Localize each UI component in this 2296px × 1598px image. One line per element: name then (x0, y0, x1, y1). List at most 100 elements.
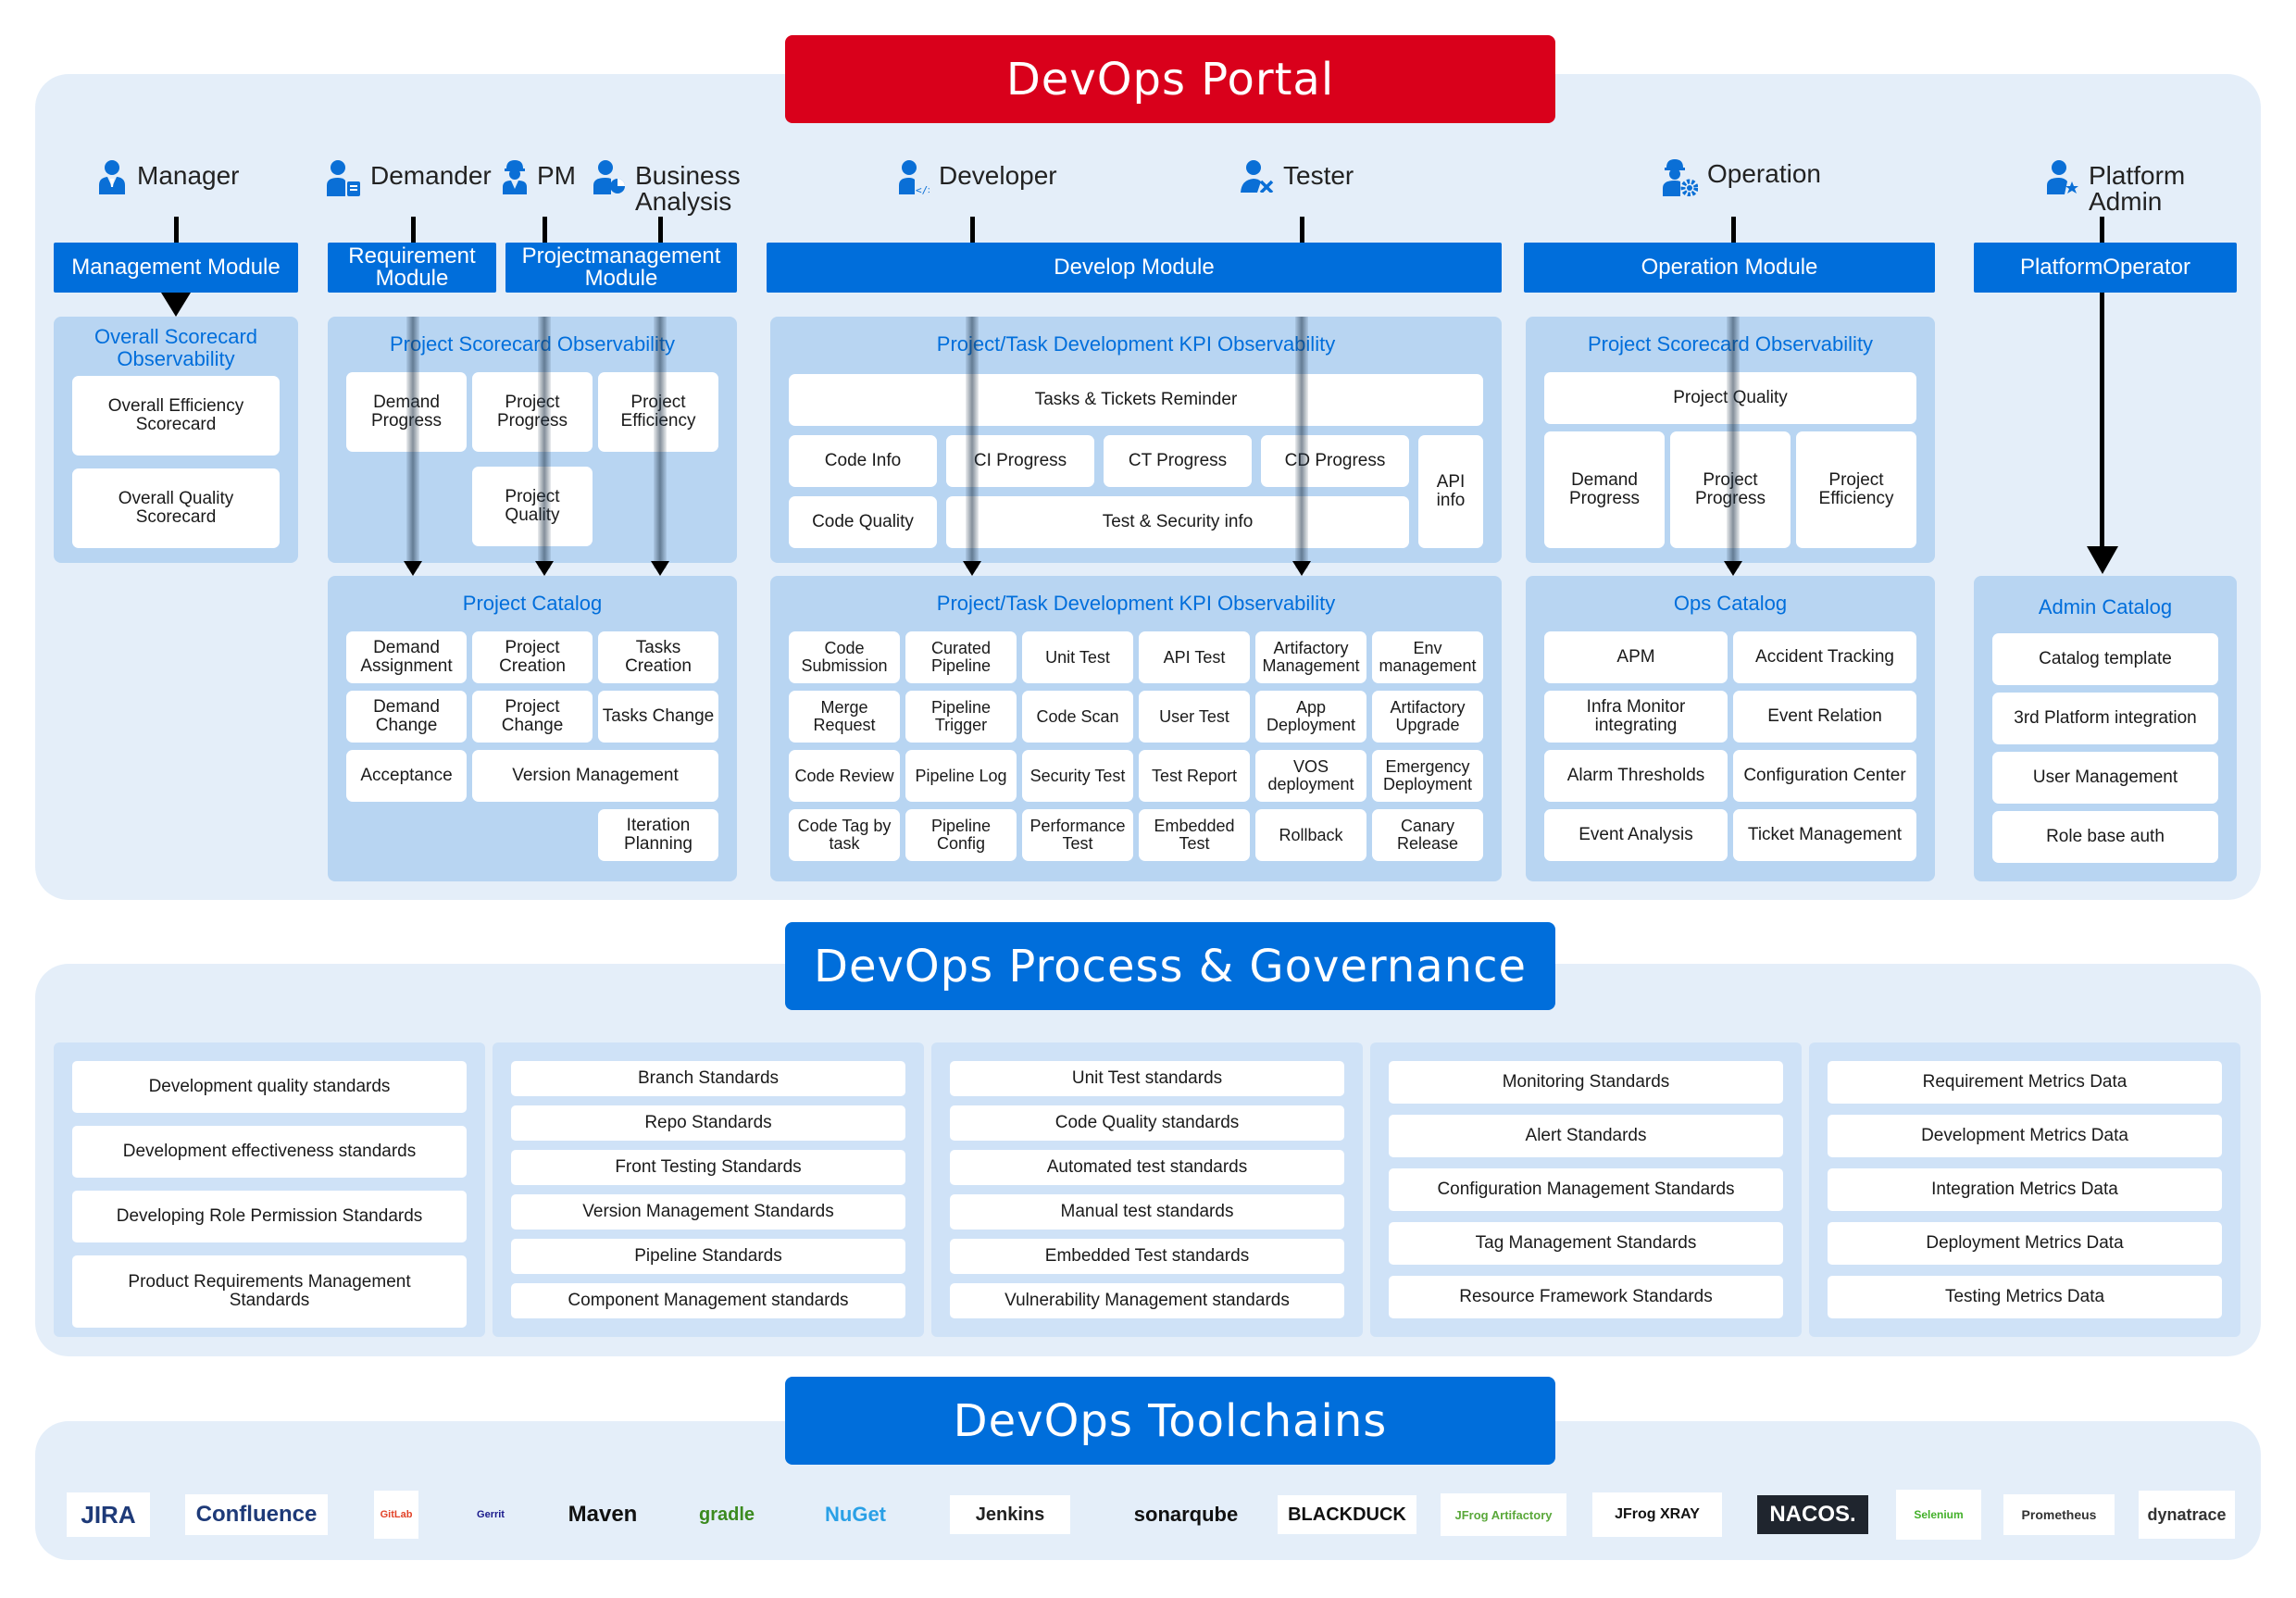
governance-standard[interactable]: Code Quality standards (950, 1105, 1344, 1141)
project-progress-card[interactable]: Project Progress (472, 372, 593, 452)
dev-catalog-item[interactable]: VOS deployment (1255, 750, 1366, 802)
develop-module[interactable]: Develop Module (767, 243, 1502, 293)
code-quality-card[interactable]: Code Quality (789, 496, 937, 548)
ops-item[interactable]: Accident Tracking (1733, 631, 1916, 683)
catalog-item[interactable]: Project Creation (472, 631, 593, 683)
ops-item[interactable]: Event Relation (1733, 691, 1916, 743)
ops-item[interactable]: Alarm Thresholds (1544, 750, 1728, 802)
role-tester[interactable]: Tester (1241, 159, 1354, 193)
tasks-tickets-reminder[interactable]: Tasks & Tickets Reminder (789, 374, 1483, 426)
dev-catalog-item[interactable]: Pipeline Config (905, 809, 1017, 861)
dev-catalog-item[interactable]: Env management (1372, 631, 1483, 683)
governance-standard[interactable]: Pipeline Standards (511, 1239, 905, 1274)
catalog-item[interactable]: Iteration Planning (598, 809, 718, 861)
arrow-down (963, 561, 981, 576)
role-manager[interactable]: Manager (96, 159, 240, 194)
governance-standard[interactable]: Front Testing Standards (511, 1150, 905, 1185)
dev-catalog-item[interactable]: App Deployment (1255, 691, 1366, 743)
governance-standard[interactable]: Manual test standards (950, 1194, 1344, 1230)
governance-standard[interactable]: Developing Role Permission Standards (72, 1191, 467, 1242)
ops-item[interactable]: APM (1544, 631, 1728, 683)
dev-catalog-item[interactable]: Test Report (1139, 750, 1250, 802)
governance-standard[interactable]: Development Metrics Data (1828, 1115, 2222, 1157)
catalog-item[interactable]: Project Change (472, 691, 593, 743)
admin-item[interactable]: 3rd Platform integration (1992, 693, 2218, 744)
catalog-item[interactable]: Tasks Creation (598, 631, 718, 683)
catalog-item[interactable]: Acceptance (346, 750, 467, 802)
governance-standard[interactable]: Integration Metrics Data (1828, 1168, 2222, 1211)
governance-standard[interactable]: Development effectiveness standards (72, 1126, 467, 1178)
governance-standard[interactable]: Version Management Standards (511, 1194, 905, 1230)
dev-catalog-item[interactable]: Code Tag by task (789, 809, 900, 861)
test-security-card[interactable]: Test & Security info (946, 496, 1409, 548)
ops-item[interactable]: Infra Monitor integrating (1544, 691, 1728, 743)
code-info-card[interactable]: Code Info (789, 435, 937, 487)
dev-catalog-item[interactable]: Performance Test (1022, 809, 1133, 861)
governance-standard[interactable]: Deployment Metrics Data (1828, 1222, 2222, 1265)
catalog-item[interactable]: Demand Assignment (346, 631, 467, 683)
governance-standard[interactable]: Alert Standards (1389, 1115, 1783, 1157)
dev-catalog-item[interactable]: Curated Pipeline (905, 631, 1017, 683)
dev-catalog-item[interactable]: Rollback (1255, 809, 1366, 861)
dev-catalog-item[interactable]: Pipeline Trigger (905, 691, 1017, 743)
dev-catalog-item[interactable]: Canary Release (1372, 809, 1483, 861)
governance-standard[interactable]: Testing Metrics Data (1828, 1276, 2222, 1318)
dev-catalog-item[interactable]: User Test (1139, 691, 1250, 743)
ops-item[interactable]: Configuration Center (1733, 750, 1916, 802)
dev-catalog-item[interactable]: Emergency Deployment (1372, 750, 1483, 802)
dev-catalog-item[interactable]: Embedded Test (1139, 809, 1250, 861)
governance-standard[interactable]: Configuration Management Standards (1389, 1168, 1783, 1211)
projectmanagement-module[interactable]: Projectmanagement Module (505, 243, 737, 293)
governance-standard[interactable]: Development quality standards (72, 1061, 467, 1113)
api-info-card[interactable]: API info (1418, 435, 1483, 548)
role-business-analysis[interactable]: Business Analysis (593, 159, 746, 215)
overall-quality-scorecard[interactable]: Overall Quality Scorecard (72, 468, 280, 548)
admin-item[interactable]: User Management (1992, 752, 2218, 804)
demand-progress-card[interactable]: Demand Progress (1544, 431, 1665, 548)
role-platform-admin[interactable]: Platform Admin (2046, 159, 2200, 215)
ops-item[interactable]: Event Analysis (1544, 809, 1728, 861)
operation-module[interactable]: Operation Module (1524, 243, 1935, 293)
role-operation[interactable]: Operation (1661, 157, 1821, 196)
dev-catalog-item[interactable]: Code Review (789, 750, 900, 802)
admin-item[interactable]: Role base auth (1992, 811, 2218, 863)
governance-standard[interactable]: Automated test standards (950, 1150, 1344, 1185)
dev-catalog-item[interactable]: Code Scan (1022, 691, 1133, 743)
governance-standard[interactable]: Product Requirements Management Standard… (72, 1255, 467, 1328)
governance-standard[interactable]: Repo Standards (511, 1105, 905, 1141)
dev-kpi-group: Project/Task Development KPI Observabili… (770, 317, 1502, 563)
ct-progress-card[interactable]: CT Progress (1104, 435, 1252, 487)
governance-standard[interactable]: Tag Management Standards (1389, 1222, 1783, 1265)
platform-operator-module[interactable]: PlatformOperator (1974, 243, 2237, 293)
dev-catalog-item[interactable]: Pipeline Log (905, 750, 1017, 802)
overall-efficiency-scorecard[interactable]: Overall Efficiency Scorecard (72, 376, 280, 456)
dev-catalog-item[interactable]: Security Test (1022, 750, 1133, 802)
governance-standard[interactable]: Monitoring Standards (1389, 1061, 1783, 1104)
role-developer[interactable]: </> Developer (898, 159, 1057, 194)
dev-catalog-item[interactable]: API Test (1139, 631, 1250, 683)
governance-standard[interactable]: Component Management standards (511, 1283, 905, 1318)
governance-standard[interactable]: Embedded Test standards (950, 1239, 1344, 1274)
dev-catalog-item[interactable]: Code Submission (789, 631, 900, 683)
role-demander[interactable]: Demander (326, 159, 492, 196)
dev-catalog-item[interactable]: Artifactory Upgrade (1372, 691, 1483, 743)
project-efficiency-card[interactable]: Project Efficiency (1796, 431, 1916, 548)
ops-item[interactable]: Ticket Management (1733, 809, 1916, 861)
catalog-item[interactable]: Version Management (472, 750, 718, 802)
dev-catalog-item[interactable]: Artifactory Management (1255, 631, 1366, 683)
governance-standard[interactable]: Requirement Metrics Data (1828, 1061, 2222, 1104)
requirement-module[interactable]: Requirement Module (328, 243, 496, 293)
governance-standard[interactable]: Branch Standards (511, 1061, 905, 1096)
catalog-item[interactable]: Tasks Change (598, 691, 718, 743)
admin-item[interactable]: Catalog template (1992, 633, 2218, 685)
management-module[interactable]: Management Module (54, 243, 298, 293)
catalog-item[interactable]: Demand Change (346, 691, 467, 743)
dev-catalog-item[interactable]: Unit Test (1022, 631, 1133, 683)
role-pm[interactable]: PM (502, 159, 576, 194)
cd-progress-card[interactable]: CD Progress (1261, 435, 1409, 487)
dev-catalog-item[interactable]: Merge Request (789, 691, 900, 743)
project-quality-card[interactable]: Project Quality (472, 467, 593, 546)
governance-standard[interactable]: Resource Framework Standards (1389, 1276, 1783, 1318)
governance-standard[interactable]: Vulnerability Management standards (950, 1283, 1344, 1318)
governance-standard[interactable]: Unit Test standards (950, 1061, 1344, 1096)
